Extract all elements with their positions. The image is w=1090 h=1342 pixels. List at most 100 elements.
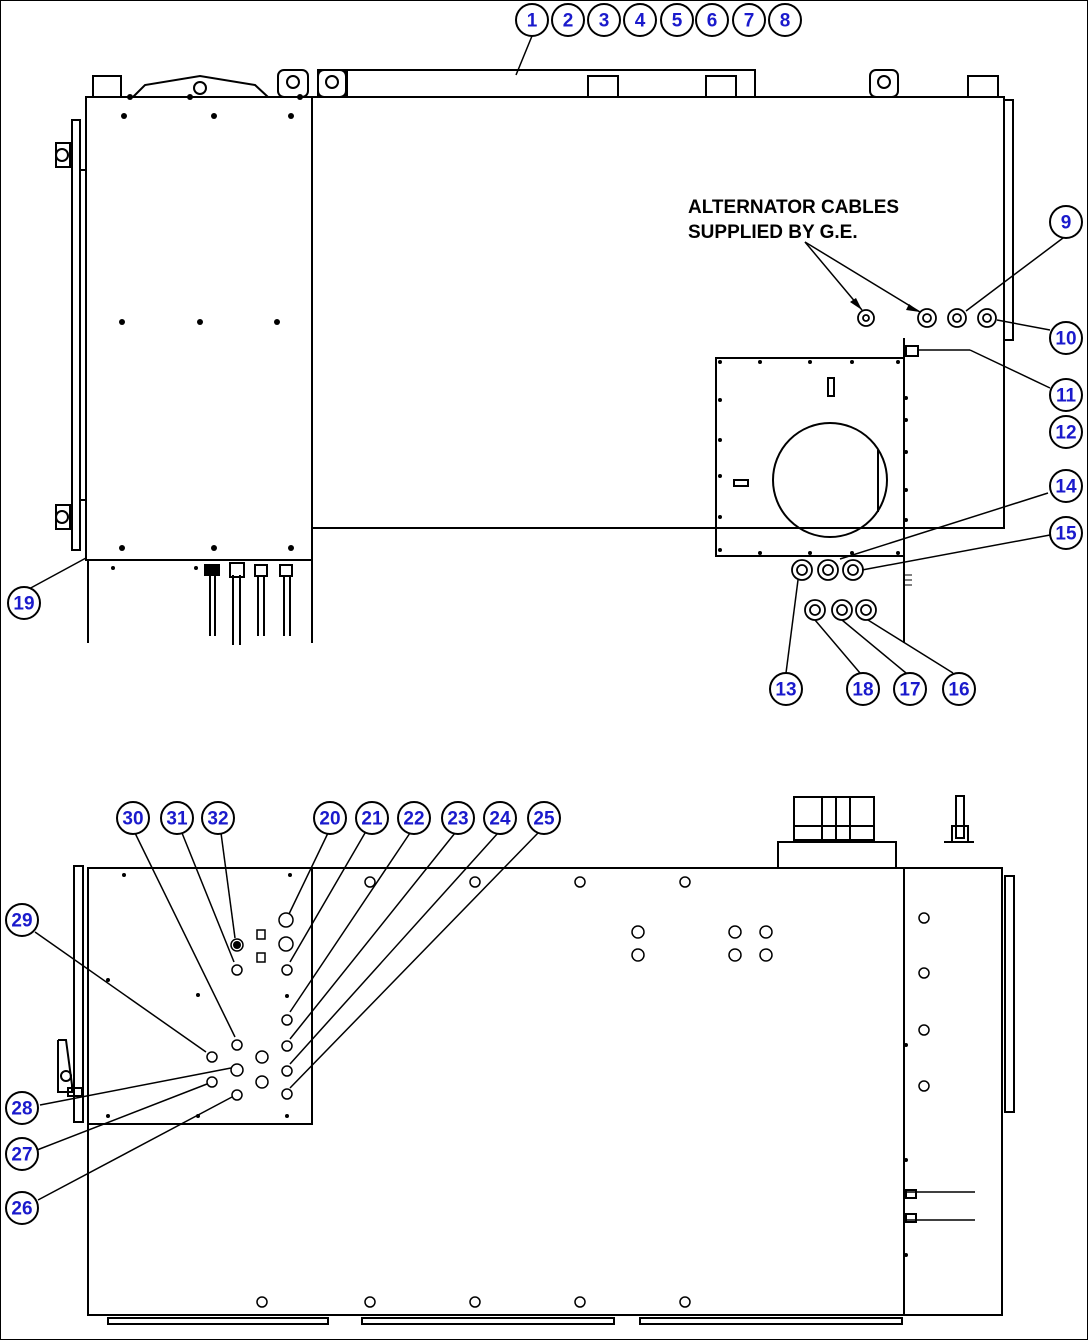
callout-1: 1	[515, 3, 549, 37]
callout-circle	[1049, 469, 1083, 503]
callout-number: 9	[1061, 213, 1072, 234]
callout-number: 18	[852, 680, 873, 701]
callout-circle	[732, 3, 766, 37]
callout-circle	[623, 3, 657, 37]
callout-15: 15	[1049, 516, 1083, 550]
callout-32: 32	[201, 801, 235, 835]
callout-number: 5	[672, 11, 683, 32]
terminal-box	[715, 357, 905, 557]
callout-24: 24	[483, 801, 517, 835]
callout-11: 11	[1049, 378, 1083, 412]
cable-port-opening	[772, 422, 888, 538]
callout-circle	[769, 672, 803, 706]
callout-10: 10	[1049, 321, 1083, 355]
callout-circle	[942, 672, 976, 706]
callout-28: 28	[5, 1091, 39, 1125]
callout-number: 10	[1055, 329, 1076, 350]
callout-number: 24	[489, 809, 511, 830]
callout-circle	[695, 3, 729, 37]
callout-number: 4	[635, 11, 646, 32]
callout-circle	[5, 1091, 39, 1125]
top-bolts	[111, 94, 908, 570]
top-left-cabinet	[85, 96, 313, 561]
callout-number: 21	[361, 809, 383, 830]
alternator-note-line1: ALTERNATOR CABLES	[688, 197, 899, 218]
callout-circle	[201, 801, 235, 835]
callout-circle	[551, 3, 585, 37]
callout-number: 3	[599, 11, 610, 32]
callout-16: 16	[942, 672, 976, 706]
callout-number: 16	[948, 680, 969, 701]
callout-number: 25	[533, 809, 555, 830]
callout-circle	[768, 3, 802, 37]
callout-number: 31	[166, 809, 188, 830]
callout-19: 19	[7, 586, 41, 620]
callout-circle	[5, 1137, 39, 1171]
callout-circle	[893, 672, 927, 706]
callout-7: 7	[732, 3, 766, 37]
callout-circle	[660, 3, 694, 37]
callout-5: 5	[660, 3, 694, 37]
callout-number: 17	[899, 680, 920, 701]
callout-number: 14	[1055, 477, 1077, 498]
callout-21: 21	[355, 801, 389, 835]
callout-circle	[5, 903, 39, 937]
bottom-main-housing	[87, 867, 1003, 1316]
callout-circle	[846, 672, 880, 706]
callout-circle	[1049, 321, 1083, 355]
callout-number: 8	[780, 11, 791, 32]
callout-23: 23	[441, 801, 475, 835]
callout-number: 30	[122, 809, 143, 830]
callout-number: 13	[775, 680, 796, 701]
callout-circle	[355, 801, 389, 835]
callout-number: 27	[11, 1145, 32, 1166]
callout-2: 2	[551, 3, 585, 37]
callout-circle	[5, 1191, 39, 1225]
callout-circle	[1049, 516, 1083, 550]
callout-31: 31	[160, 801, 194, 835]
callout-13: 13	[769, 672, 803, 706]
callout-20: 20	[313, 801, 347, 835]
callout-4: 4	[623, 3, 657, 37]
callout-circle	[515, 3, 549, 37]
callout-number: 28	[11, 1099, 32, 1120]
callout-22: 22	[397, 801, 431, 835]
leader-lines	[26, 35, 1064, 1201]
bottom-view	[57, 795, 1015, 1325]
callout-number: 15	[1055, 524, 1077, 545]
callout-number: 26	[11, 1199, 32, 1220]
callout-26: 26	[5, 1191, 39, 1225]
callout-circle	[1049, 378, 1083, 412]
callout-number: 32	[207, 809, 228, 830]
callout-27: 27	[5, 1137, 39, 1171]
callout-29: 29	[5, 903, 39, 937]
callout-circle	[587, 3, 621, 37]
callout-6: 6	[695, 3, 729, 37]
callout-circle	[483, 801, 517, 835]
alternator-note-line2: SUPPLIED BY G.E.	[688, 222, 858, 243]
callout-25: 25	[527, 801, 561, 835]
bottom-bolts	[106, 873, 908, 1257]
top-main-housing	[311, 96, 1005, 529]
callout-number: 20	[319, 809, 340, 830]
callout-number: 7	[744, 11, 755, 32]
callout-number: 12	[1055, 423, 1076, 444]
callout-circle	[527, 801, 561, 835]
callout-3: 3	[587, 3, 621, 37]
callout-18: 18	[846, 672, 880, 706]
callout-circle	[160, 801, 194, 835]
callout-circle	[441, 801, 475, 835]
callout-30: 30	[116, 801, 150, 835]
callout-number: 1	[527, 11, 538, 32]
callout-17: 17	[893, 672, 927, 706]
callout-number: 11	[1056, 386, 1077, 407]
top-view	[55, 69, 1014, 645]
callout-8: 8	[768, 3, 802, 37]
callout-14: 14	[1049, 469, 1083, 503]
callout-circle	[1049, 415, 1083, 449]
callout-number: 6	[707, 11, 718, 32]
callout-circle	[116, 801, 150, 835]
